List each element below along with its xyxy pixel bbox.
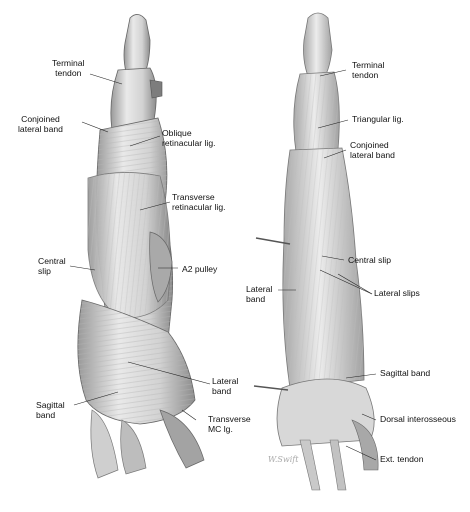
label-transverse-retinacular-lig: Transverse retinacular lig. bbox=[172, 192, 226, 212]
label-dorsal-interosseous: Dorsal interosseous bbox=[380, 414, 456, 424]
label-sagittal-band-right: Sagittal band bbox=[380, 368, 431, 378]
left-finger bbox=[77, 14, 205, 479]
label-lateral-band-left: Lateral band bbox=[212, 376, 239, 396]
label-lateral-band-right: Lateral band bbox=[246, 284, 273, 304]
label-central-slip-left: Central slip bbox=[38, 256, 66, 276]
label-ext-tendon: Ext. tendon bbox=[380, 454, 424, 464]
label-a2-pulley: A2 pulley bbox=[182, 264, 218, 274]
label-conjoined-lateral-band-left: Conjoined lateral band bbox=[18, 114, 63, 134]
label-lateral-slips: Lateral slips bbox=[374, 288, 420, 298]
leader-lines bbox=[69, 69, 377, 461]
label-transverse-mc-lig: Transverse MC lg. bbox=[208, 414, 251, 434]
label-oblique-retinacular-lig: Oblique retinacular lig. bbox=[162, 128, 216, 148]
label-sagittal-band-left: Sagittal band bbox=[36, 400, 65, 420]
label-terminal-tendon-left: Terminal tendon bbox=[52, 58, 85, 78]
label-triangular-lig: Triangular lig. bbox=[352, 114, 404, 124]
label-central-slip-right: Central slip bbox=[348, 255, 391, 265]
label-terminal-tendon-right: Terminal tendon bbox=[352, 60, 385, 80]
label-conjoined-lateral-band-right: Conjoined lateral band bbox=[350, 140, 395, 160]
right-finger bbox=[253, 12, 379, 491]
artist-signature: W.Swift bbox=[268, 455, 299, 464]
